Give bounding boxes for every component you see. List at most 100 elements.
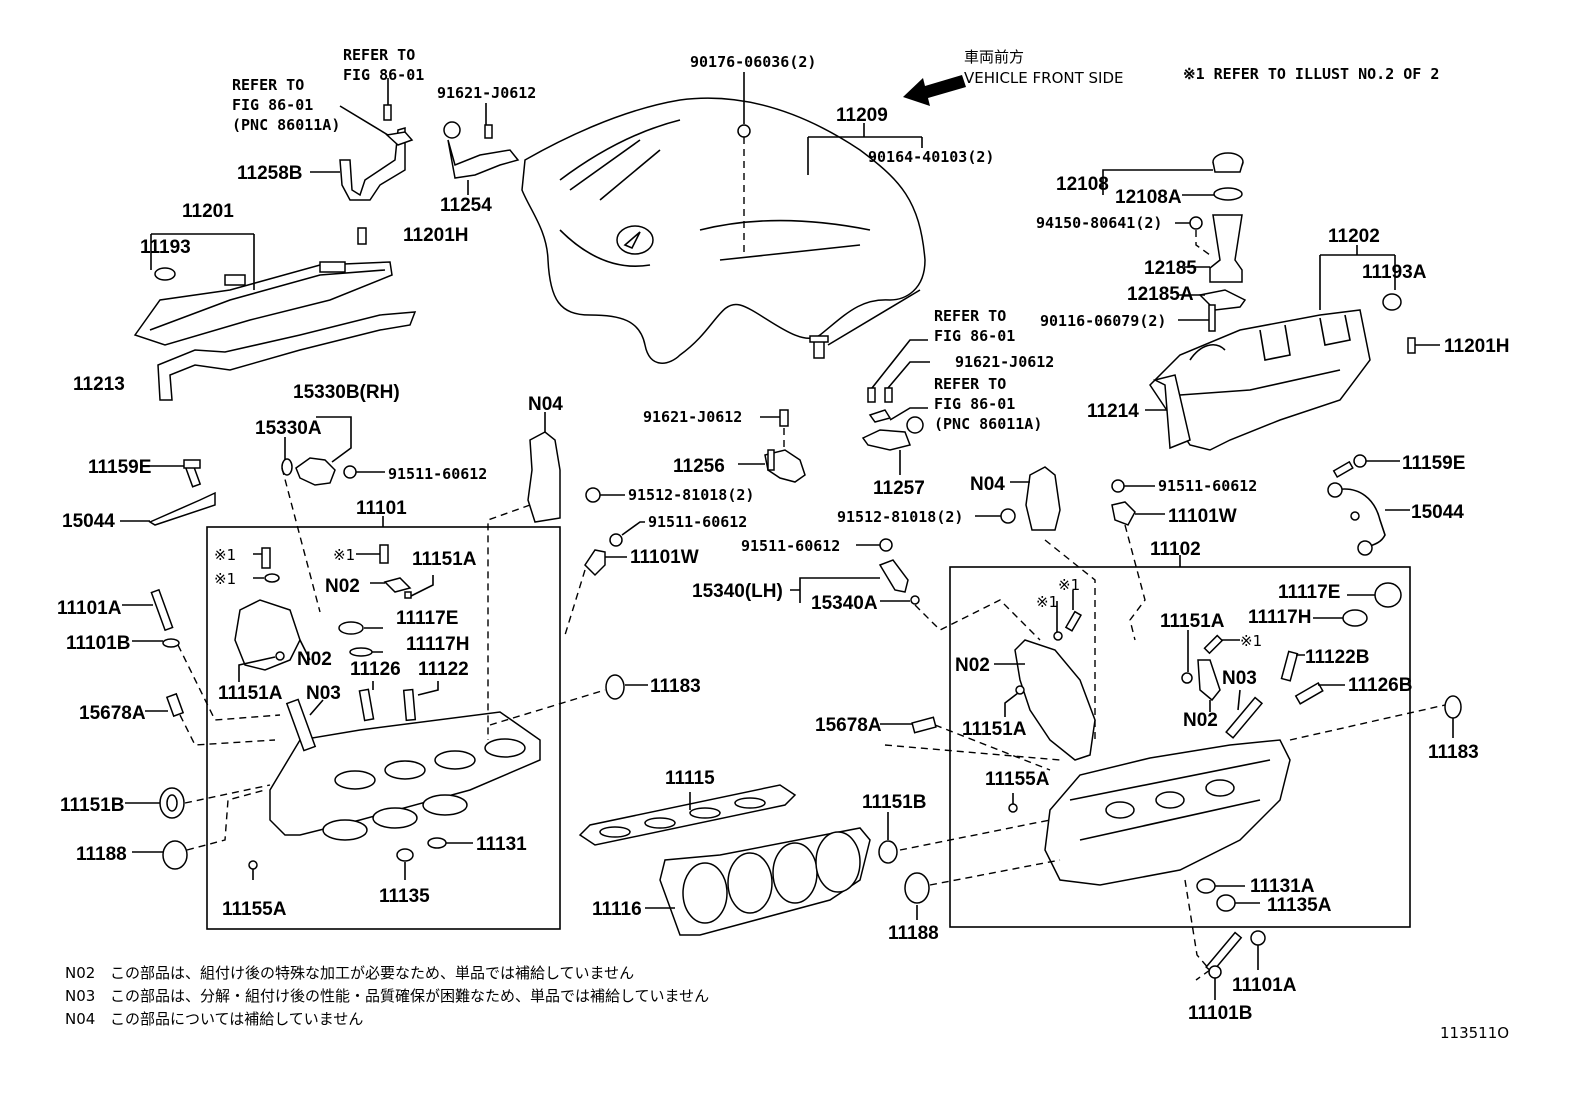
bolt-91511-r1-drawing — [879, 538, 893, 552]
label: FIG 86-01 — [343, 66, 424, 84]
label: 11101W — [1168, 506, 1237, 527]
bolt-x1-l-drawing — [261, 544, 389, 583]
fuel-pipe-15044-l-drawing — [148, 491, 216, 526]
stud-11151a-r1-drawing — [1015, 685, 1025, 695]
pin-11155a-r-drawing — [1008, 803, 1018, 813]
note-text: この部品は、組付け後の特殊な加工が必要なため、単品では補給していません — [110, 964, 634, 982]
sensor-11101w-l-drawing — [584, 549, 606, 577]
grommet-11193-drawing — [154, 267, 176, 281]
gasket-11115-drawing — [578, 784, 797, 846]
label: 11115 — [665, 768, 715, 789]
label: 11155A — [985, 769, 1050, 790]
label: N03 — [306, 683, 341, 704]
guide-11126b-drawing — [1294, 682, 1324, 705]
label: 11101 — [356, 498, 407, 519]
label: 12108 — [1056, 174, 1109, 195]
label: 11102 — [1150, 539, 1201, 560]
cam-housing-n02-r-drawing — [1014, 639, 1096, 761]
footnotes: N02 この部品は、組付け後の特殊な加工が必要なため、単品では補給していません … — [65, 964, 709, 1028]
label: 11193A — [1362, 262, 1427, 283]
label: 15044 — [62, 511, 115, 532]
note-text: この部品は、分解・組付け後の性能・品質確保が困難なため、単品では補給していません — [110, 987, 709, 1005]
pin-n03-l-drawing — [285, 698, 317, 752]
sensor-11101w-r-drawing — [1111, 501, 1136, 526]
head-gasket-11116-drawing — [659, 827, 871, 936]
illustration-id: 113511O — [1440, 1024, 1509, 1042]
label: 90164-40103(2) — [868, 148, 994, 166]
label: 11135 — [379, 886, 430, 907]
label: 91512-81018(2) — [837, 508, 963, 526]
label: 91621-J0612 — [955, 353, 1054, 371]
cylinder-head-lh-drawing — [269, 711, 541, 841]
gasket-12185a-drawing — [1198, 289, 1247, 311]
label: FIG 86-01 — [232, 96, 313, 114]
bracket-11254-drawing — [443, 121, 520, 179]
label: 91511-60612 — [1158, 477, 1257, 495]
fuel-pipe-15044-r-drawing — [1327, 482, 1386, 556]
label: 15678A — [815, 715, 882, 736]
label: 15044 — [1411, 502, 1464, 523]
sensor-15678a-r-drawing — [911, 716, 937, 734]
label: 11256 — [673, 456, 725, 477]
ocv-15340-drawing — [878, 559, 920, 605]
label: 91511-60612 — [741, 537, 840, 555]
cap-n02-small-l-drawing — [383, 577, 412, 599]
label: 11116 — [592, 899, 642, 920]
label: 94150-80641(2) — [1036, 214, 1162, 232]
label: 91621-J0612 — [643, 408, 742, 426]
label: 11214 — [1087, 401, 1139, 422]
cam-cap-n02-l-drawing — [234, 599, 301, 671]
label: 11126B — [1348, 675, 1412, 696]
label: 11151A — [1160, 611, 1225, 632]
label: 91511-60612 — [648, 513, 747, 531]
ring-11135-drawing — [396, 848, 414, 862]
bolt-91511-mid-drawing — [609, 533, 623, 547]
plug-11117e-l-drawing — [338, 621, 364, 635]
label: 11131A — [1250, 876, 1315, 897]
label: 11117H — [1248, 607, 1311, 628]
gasket-12108a-drawing — [1213, 187, 1243, 201]
seal-11131-drawing — [427, 837, 447, 849]
gasket-11214-drawing — [1152, 374, 1191, 450]
clip-86011a-l-drawing — [385, 131, 414, 146]
label: 15330B(RH) — [293, 382, 400, 403]
plug-11183-r-drawing — [1444, 695, 1462, 719]
bolt-91511-r2-drawing — [1111, 479, 1125, 493]
nut-90176-drawing — [737, 124, 751, 138]
cover-n04-l-drawing — [527, 431, 561, 523]
label: REFER TO — [934, 307, 1006, 325]
label: 11213 — [73, 374, 125, 395]
label: N04 — [970, 474, 1005, 495]
label: ※1 — [214, 570, 236, 588]
guide-11126-l-drawing — [358, 688, 375, 722]
label: N02 — [325, 576, 360, 597]
ring-11135a-drawing — [1216, 894, 1236, 912]
bolt-91621-mid-drawing — [779, 409, 789, 427]
pin-n03-r-drawing — [1225, 696, 1264, 739]
label: 11258B — [237, 163, 303, 184]
bolt-x1-r2-drawing — [1203, 634, 1224, 655]
label: 11151A — [218, 683, 283, 704]
label: 11159E — [1402, 453, 1465, 474]
label: 11188 — [888, 923, 939, 944]
stud-11151a-l-drawing — [275, 651, 285, 661]
note-code: N04 — [65, 1010, 95, 1028]
direction-jp: 車両前方 — [964, 48, 1024, 66]
label: REFER TO — [232, 76, 304, 94]
label: ※1 — [1240, 632, 1262, 650]
label: N03 — [1222, 668, 1257, 689]
label: 11201H — [403, 225, 469, 246]
label: 15340A — [811, 593, 878, 614]
label: 11159E — [88, 457, 151, 478]
label: 12185A — [1127, 284, 1194, 305]
note-code: N02 — [65, 964, 95, 982]
washer-11101b-r-drawing — [1208, 965, 1222, 979]
label: 11122 — [418, 659, 469, 680]
bolt-11159e-r-drawing — [1332, 454, 1367, 478]
label: N02 — [1183, 710, 1218, 731]
label: 11183 — [1428, 742, 1479, 763]
bolt-91512-l-drawing — [585, 487, 601, 503]
ring-11117h-r-drawing — [1342, 609, 1368, 627]
vehicle-front-arrow-icon — [903, 75, 966, 106]
label: 11151B — [862, 792, 926, 813]
